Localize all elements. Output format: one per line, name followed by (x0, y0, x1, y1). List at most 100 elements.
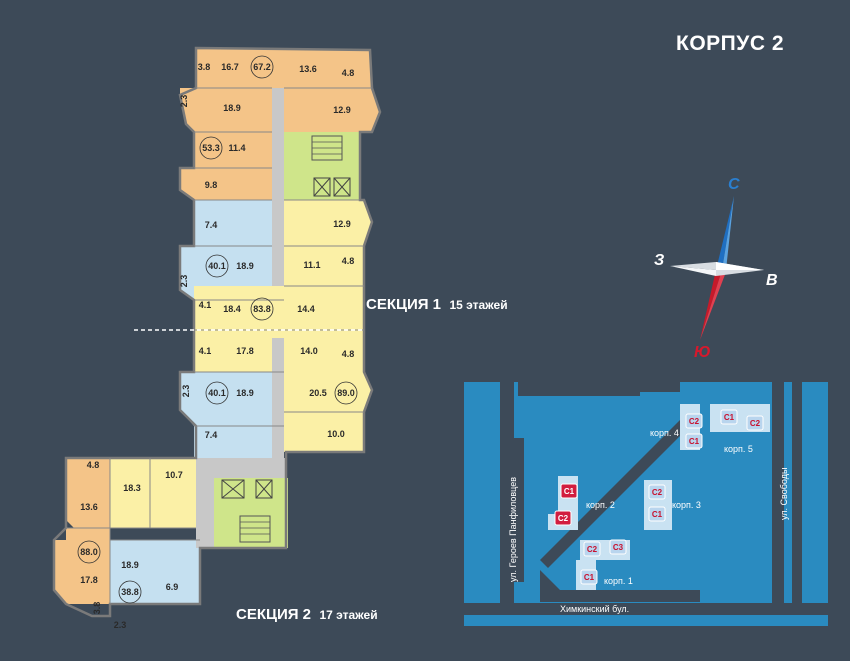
section-badge: C2 (685, 413, 703, 429)
room-area-label: 10.0 (327, 429, 345, 439)
room-area-label: 13.6 (80, 502, 98, 512)
apartment-yellow-83[interactable] (194, 286, 364, 330)
room-area-label: 18.9 (236, 261, 254, 271)
apartment-orange-12[interactable] (284, 88, 380, 132)
room-area-label: 11.1 (303, 260, 320, 270)
room-area-label: 18.9 (236, 388, 254, 398)
section-badge: C2 (746, 415, 764, 431)
compass-north: С (728, 176, 740, 193)
room-area-label: 4.8 (342, 349, 355, 359)
room-area-label: 14.0 (300, 346, 318, 356)
room-area-label: 13.6 (299, 64, 317, 74)
room-area-label: 2.3 (179, 95, 189, 108)
svg-text:C1: C1 (689, 437, 700, 446)
svg-text:C2: C2 (652, 488, 663, 497)
apartment-yellow-10[interactable] (284, 412, 364, 452)
compass-rose (670, 196, 764, 340)
section-badge: C3 (609, 539, 627, 555)
room-area-label: 89.0 (337, 388, 355, 398)
room-area-label: 4.8 (342, 256, 355, 266)
svg-text:C2: C2 (587, 545, 598, 554)
building-3-label: корп. 3 (672, 500, 701, 510)
section-badge: C2 (583, 541, 601, 557)
apartment-blue-7-lower[interactable] (194, 426, 272, 458)
building-4-label: корп. 4 (650, 428, 679, 438)
room-area-label: 38.8 (121, 587, 139, 597)
section-badge: C1 (560, 483, 578, 499)
room-area-label: 4.8 (87, 460, 100, 470)
room-area-label: 67.2 (253, 62, 271, 72)
page-title: КОРПУС 2 (676, 32, 784, 55)
room-area-label: 16.7 (221, 62, 239, 72)
room-area-label: 2.3 (179, 275, 189, 288)
room-area-label: 10.7 (165, 470, 183, 480)
room-area-label: 17.8 (80, 575, 98, 585)
apartment-orange-67[interactable] (196, 48, 272, 88)
street-heroes: ул. Героев Панфиловцев (508, 477, 518, 582)
svg-text:C3: C3 (613, 543, 624, 552)
room-area-label: 2.3 (114, 620, 127, 630)
room-area-label: 2.3 (181, 385, 191, 398)
location-map: ул. Героев Панфиловцев ул. Свободы Химки… (464, 382, 828, 626)
section-2-label: СЕКЦИЯ 2 17 этажей (236, 606, 378, 624)
apartment-yellow-12[interactable] (284, 200, 372, 246)
building-5-label: корп. 5 (724, 444, 753, 454)
room-area-label: 4.1 (199, 346, 212, 356)
room-area-label: 12.9 (333, 105, 351, 115)
room-area-label: 20.5 (309, 388, 327, 398)
section-badge: C1 (648, 506, 666, 522)
room-area-label: 40.1 (208, 388, 226, 398)
room-area-label: 4.8 (342, 68, 355, 78)
svg-text:C2: C2 (689, 417, 700, 426)
room-area-label: 53.3 (202, 143, 220, 153)
street-svobody: ул. Свободы (779, 468, 789, 520)
apartment-orange-88[interactable] (54, 458, 110, 604)
section-badge: C1 (720, 409, 738, 425)
section-2-name: СЕКЦИЯ 2 (236, 606, 312, 623)
room-area-label: 14.4 (297, 304, 315, 314)
section-badge: C2 (648, 484, 666, 500)
compass-south: Ю (694, 344, 711, 361)
svg-text:C1: C1 (652, 510, 663, 519)
svg-text:C1: C1 (724, 413, 735, 422)
room-area-label: 17.8 (236, 346, 254, 356)
section-1-floors: 15 этажей (449, 298, 508, 312)
room-area-label: 7.4 (205, 430, 218, 440)
section-badge: C1 (580, 569, 598, 585)
svg-text:C2: C2 (558, 514, 569, 523)
section-1-label: СЕКЦИЯ 1 15 этажей (366, 296, 508, 314)
room-area-label: 3.8 (198, 62, 211, 72)
room-area-label: 9.8 (205, 180, 218, 190)
room-area-label: 18.9 (223, 103, 241, 113)
building-1-label: корп. 1 (604, 576, 633, 586)
section-badge: C2 (554, 510, 572, 526)
compass-east: В (766, 272, 778, 289)
room-area-label: 6.9 (166, 582, 179, 592)
svg-text:C2: C2 (750, 419, 761, 428)
apartment-yellow-11[interactable] (284, 246, 364, 286)
section-1-name: СЕКЦИЯ 1 (366, 296, 442, 313)
stair-core-1 (284, 132, 360, 200)
apartment-orange-13[interactable] (272, 50, 372, 88)
room-area-label: 18.3 (123, 483, 141, 493)
room-area-label: 88.0 (80, 547, 98, 557)
room-area-label: 4.1 (199, 300, 212, 310)
apartment-blue-38[interactable] (110, 540, 200, 604)
svg-text:C1: C1 (584, 573, 595, 582)
compass-west: З (654, 252, 665, 269)
room-area-label: 18.4 (223, 304, 241, 314)
svg-text:C1: C1 (564, 487, 575, 496)
apartment-orange-9[interactable] (180, 168, 272, 200)
section-2-floors: 17 этажей (319, 608, 378, 622)
apartment-blue-7[interactable] (194, 200, 272, 246)
building-2-label: корп. 2 (586, 500, 615, 510)
room-area-label: 40.1 (208, 261, 226, 271)
room-area-label: 18.9 (121, 560, 139, 570)
apartment-blue-40-lower[interactable] (180, 372, 284, 426)
room-area-label: 3.8 (92, 602, 102, 615)
apartment-yellow-18[interactable] (110, 458, 196, 528)
